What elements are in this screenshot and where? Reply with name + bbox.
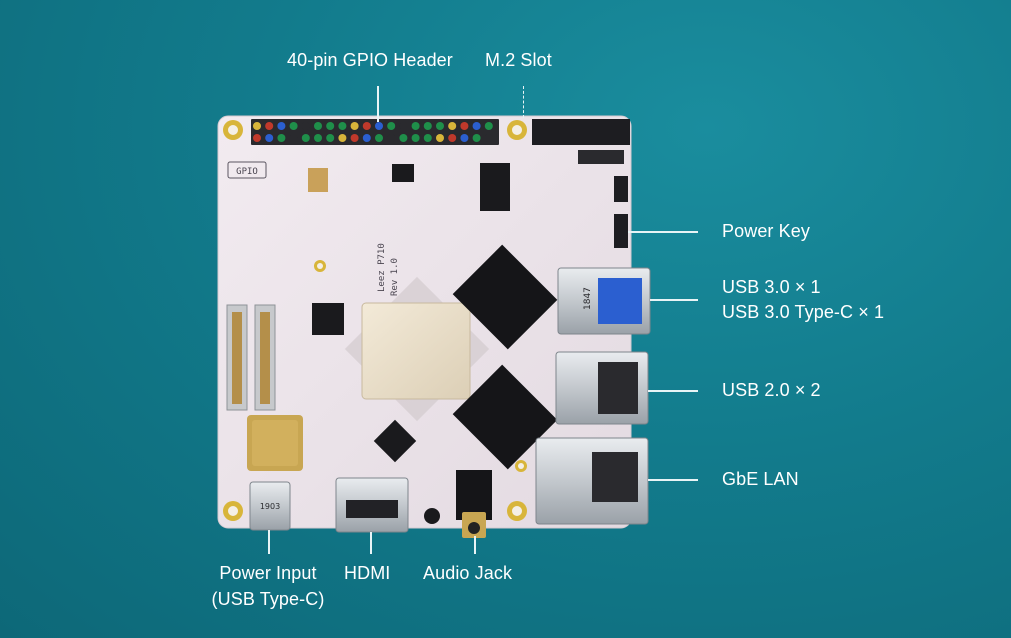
gpio-pin xyxy=(277,134,286,142)
gpio-pin xyxy=(289,122,298,130)
ethernet-port xyxy=(535,437,649,525)
gpio-silk-label: GPIO xyxy=(227,161,267,179)
gpio-label: 40-pin GPIO Header xyxy=(287,50,453,70)
model-silk-text: Leez P710 Rev 1.0 xyxy=(377,243,400,296)
gpio-pin xyxy=(265,122,274,130)
gpio-pin xyxy=(253,122,261,130)
m2-slot-label: M.2 Slot xyxy=(485,50,552,70)
hdmi-port xyxy=(335,477,409,533)
usb2-leader-line xyxy=(648,390,698,392)
gpio-pin xyxy=(411,122,420,130)
gpio-pin xyxy=(253,134,261,142)
usb3-leader-line xyxy=(650,299,698,301)
gpio-pin xyxy=(289,134,298,142)
gpio-pin xyxy=(350,122,359,130)
gpio-pin xyxy=(448,122,457,130)
gpio-pin xyxy=(436,134,444,142)
gpio-pin xyxy=(411,134,420,142)
gpio-pin xyxy=(350,134,359,142)
lan-leader-line xyxy=(648,479,698,481)
gpio-pin xyxy=(423,134,432,142)
gpio-pin xyxy=(326,134,335,142)
power-input-leader-line xyxy=(268,530,270,554)
audio-leader-line xyxy=(474,536,476,554)
gpio-pin xyxy=(362,134,371,142)
gpio-pin xyxy=(472,122,481,130)
audio-jack xyxy=(424,470,492,538)
gpio-header xyxy=(251,119,499,145)
lan-label: GbE LAN xyxy=(722,469,799,489)
usb2-label: USB 2.0 × 2 xyxy=(722,380,821,400)
power-input-label-line1: Power Input xyxy=(219,563,317,583)
gpio-pin xyxy=(484,122,493,130)
gpio-pin xyxy=(362,122,371,130)
gpio-pin xyxy=(448,134,457,142)
gpio-pin xyxy=(484,134,493,142)
gpio-pin xyxy=(423,122,432,130)
gpio-pin xyxy=(314,134,322,142)
power-input-label-line2: (USB Type-C) xyxy=(211,589,325,609)
gpio-pin xyxy=(460,122,469,130)
m2-leader-line xyxy=(523,86,524,118)
gpio-pin xyxy=(301,122,310,130)
gpio-pin xyxy=(387,134,396,142)
ribbon-connectors xyxy=(226,304,276,411)
usb3-port-stack: 1847 xyxy=(557,267,651,335)
gpio-pin xyxy=(301,134,310,142)
power-key-leader-line xyxy=(628,231,698,233)
gpio-pin xyxy=(399,122,408,130)
mounting-holes xyxy=(223,120,527,521)
usb3-label-line1: USB 3.0 × 1 xyxy=(722,277,821,297)
gpio-pin xyxy=(265,134,274,142)
m2-slot-header xyxy=(532,119,630,164)
gpio-pin xyxy=(314,122,322,130)
gpio-leader-line xyxy=(377,86,379,122)
gpio-pin xyxy=(387,122,396,130)
power-key-label: Power Key xyxy=(722,221,810,241)
wifi-module xyxy=(247,415,303,471)
gpio-pin xyxy=(326,122,335,130)
audio-jack-label: Audio Jack xyxy=(423,563,513,583)
gpio-pin xyxy=(399,134,408,142)
gpio-pin xyxy=(375,122,383,130)
usb3-label-line2: USB 3.0 Type-C × 1 xyxy=(722,302,885,322)
svg-text:Leez P710: Leez P710 xyxy=(377,243,387,292)
gpio-pin xyxy=(338,134,347,142)
gpio-pin xyxy=(472,134,481,142)
gpio-pin xyxy=(338,122,347,130)
power-key-button xyxy=(614,176,628,248)
svg-text:1847: 1847 xyxy=(583,287,593,310)
gpio-pin xyxy=(460,134,469,142)
gpio-pin xyxy=(277,122,286,130)
gpio-pin xyxy=(436,122,444,130)
svg-text:Rev 1.0: Rev 1.0 xyxy=(390,258,400,296)
hdmi-leader-line xyxy=(370,532,372,554)
hdmi-label: HDMI xyxy=(344,563,391,583)
usb2-port-stack xyxy=(555,351,649,425)
gpio-pin xyxy=(375,134,383,142)
chips xyxy=(308,163,558,470)
svg-text:GPIO: GPIO xyxy=(236,167,258,177)
usb-c-port: 1903 xyxy=(249,481,291,531)
svg-text:1903: 1903 xyxy=(260,502,280,511)
